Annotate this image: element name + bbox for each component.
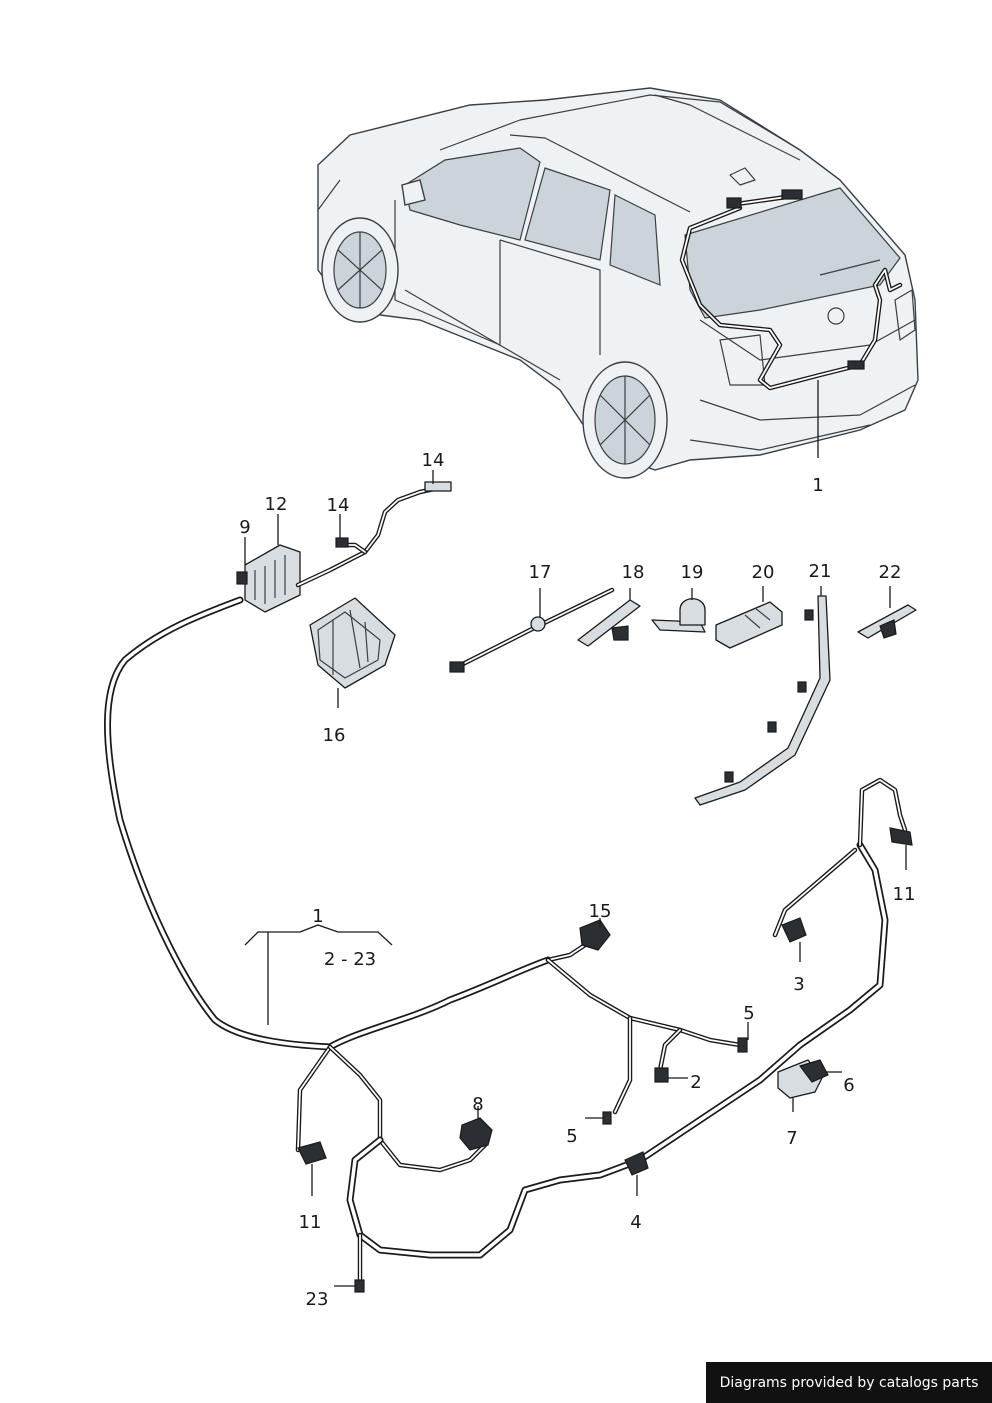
connector-11-right bbox=[889, 827, 913, 846]
callout-9: 9 bbox=[239, 517, 250, 538]
callout-range: 2 - 23 bbox=[324, 949, 376, 970]
connector-5-right bbox=[737, 1037, 748, 1053]
part-17-cable-strap bbox=[449, 587, 615, 673]
callout-14-top: 14 bbox=[422, 450, 445, 471]
callout-11-right: 11 bbox=[893, 884, 916, 905]
part-21-trim-strip bbox=[694, 595, 831, 806]
callout-8: 8 bbox=[472, 1094, 483, 1115]
connector-11-left bbox=[297, 1141, 327, 1165]
housing-16 bbox=[309, 597, 396, 689]
connector-23 bbox=[354, 1279, 365, 1293]
callout-22: 22 bbox=[879, 562, 902, 583]
callout-12: 12 bbox=[265, 494, 288, 515]
callout-5-right: 5 bbox=[743, 1003, 754, 1024]
part-20-bracket bbox=[715, 601, 783, 649]
vehicle-illustration bbox=[317, 87, 919, 479]
part-18-clip bbox=[577, 599, 641, 647]
part-22-clip bbox=[857, 604, 917, 639]
connector-4 bbox=[624, 1151, 649, 1176]
callout-18: 18 bbox=[622, 562, 645, 583]
callout-1-vehicle: 1 bbox=[812, 475, 823, 496]
connector-2 bbox=[654, 1067, 669, 1083]
connector-6 bbox=[799, 1059, 829, 1083]
connector-3 bbox=[781, 917, 807, 943]
callout-17: 17 bbox=[529, 562, 552, 583]
callout-19: 19 bbox=[681, 562, 704, 583]
callout-labels: 1 14 12 14 9 16 17 18 19 20 21 22 11 1 2… bbox=[239, 450, 915, 1310]
credit-banner: Diagrams provided by catalogs parts bbox=[706, 1362, 992, 1403]
connector-5-left bbox=[602, 1111, 612, 1125]
callout-3: 3 bbox=[793, 974, 804, 995]
callout-2: 2 bbox=[690, 1072, 701, 1093]
callout-20: 20 bbox=[752, 562, 775, 583]
connector-block-12 bbox=[236, 544, 301, 613]
connector-14-left bbox=[335, 537, 349, 548]
callout-4: 4 bbox=[630, 1212, 641, 1233]
callout-11-left: 11 bbox=[299, 1212, 322, 1233]
credit-text: Diagrams provided by catalogs parts bbox=[719, 1374, 979, 1391]
connector-14-top bbox=[424, 481, 452, 492]
connector-15 bbox=[579, 919, 611, 951]
callout-21: 21 bbox=[809, 561, 832, 582]
connector-8 bbox=[459, 1117, 493, 1151]
callout-16: 16 bbox=[323, 725, 346, 746]
callout-15: 15 bbox=[589, 901, 612, 922]
callout-1-group: 1 bbox=[312, 906, 323, 927]
callout-14-left: 14 bbox=[327, 495, 350, 516]
callout-6: 6 bbox=[843, 1075, 854, 1096]
callout-23: 23 bbox=[306, 1289, 329, 1310]
callout-5-left: 5 bbox=[566, 1126, 577, 1147]
callout-7: 7 bbox=[786, 1128, 797, 1149]
